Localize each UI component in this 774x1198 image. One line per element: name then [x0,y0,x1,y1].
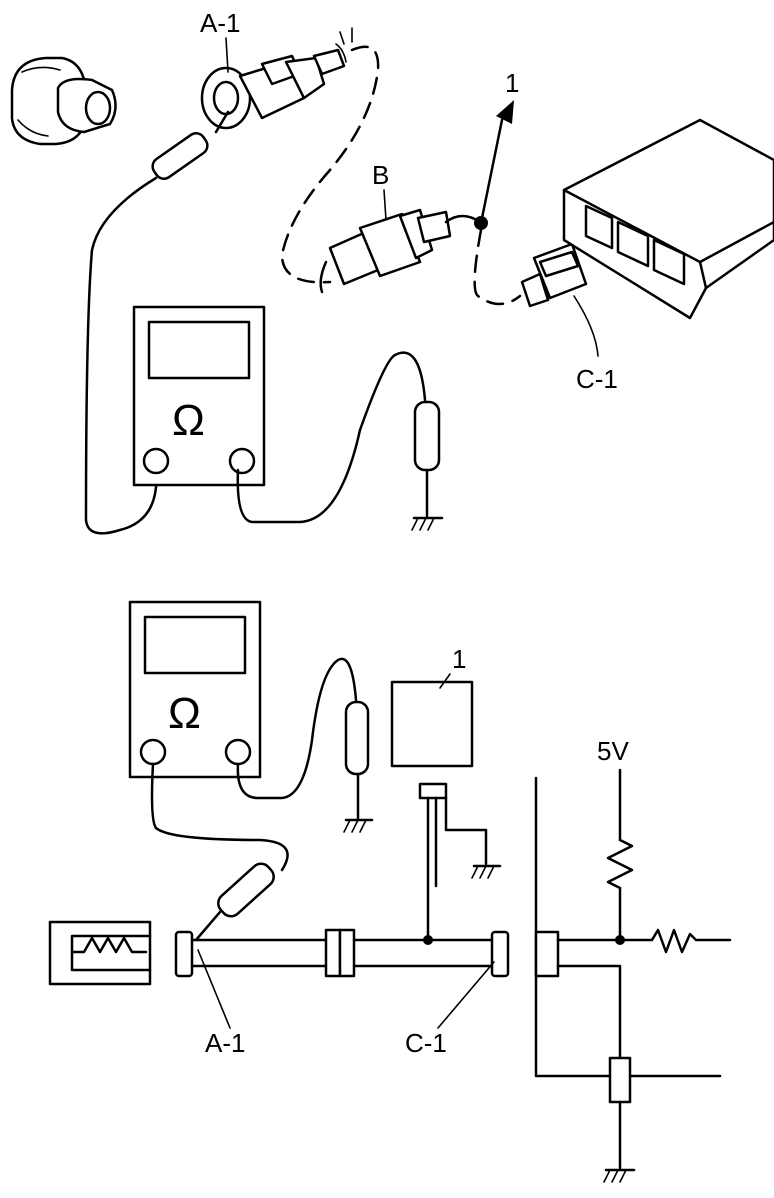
ecu-box [562,118,774,320]
label-top-b: B [372,160,389,190]
probe-ground-top [413,400,441,472]
arrow-head [496,100,514,124]
label-5v: 5V [597,736,629,766]
connector-c1 [520,242,588,308]
probe-a1-bottom [217,862,275,918]
junction-dot-bottom [423,935,433,945]
ecu-circuit: 5V [534,736,732,1183]
heater-element [48,920,152,986]
label-top-c1: C-1 [576,364,618,394]
label-bottom-one: 1 [452,644,466,674]
connector-b [319,208,482,294]
ohm-icon-bottom: Ω [168,689,201,738]
top-illustration: A-1 B 1 [10,8,774,535]
probe-a1 [84,110,230,535]
bottom-schematic: Ω 1 [48,600,732,1183]
connector-a1 [200,27,353,130]
label-top-a1: A-1 [200,8,240,38]
sensor-housing [10,56,117,146]
ohm-icon: Ω [172,396,205,445]
unit-stub [418,782,448,800]
probe-ground-bottom [344,700,370,776]
unit-box-1 [390,680,474,768]
label-top-one: 1 [505,68,519,98]
ohmmeter-top: Ω [132,305,266,487]
label-bottom-a1: A-1 [205,1028,245,1058]
label-bottom-c1: C-1 [405,1028,447,1058]
ohmmeter-bottom: Ω [128,600,262,779]
harness [174,928,510,978]
